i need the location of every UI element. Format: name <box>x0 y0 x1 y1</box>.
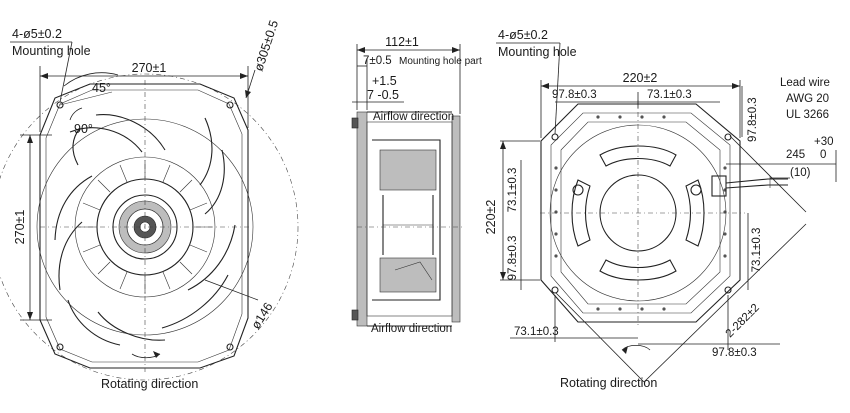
rear-frame <box>540 103 741 323</box>
rear-diagonal: 2-282±2 <box>724 302 762 340</box>
rear-slot <box>685 179 705 247</box>
rear-bottom-right-pitch: 97.8±0.3 <box>712 347 757 359</box>
lead-wire-awg: AWG 20 <box>786 93 829 105</box>
side-depth-dim: 112±1 <box>385 35 419 49</box>
lead-tol-lower: 0 <box>820 149 826 161</box>
side-flange-rear <box>451 115 461 323</box>
hub-diameter-dim: ø146 <box>249 300 276 332</box>
rear-mounting-hole-label: Mounting hole <box>498 45 577 59</box>
front-view: 270±1 270±1 4-ø5±0.2 Mounting hole 45° 9… <box>0 18 299 391</box>
rear-bottom-left-pitch: 73.1±0.3 <box>514 326 559 338</box>
airflow-top-label: Airflow direction <box>373 111 454 123</box>
front-mounting-hole <box>226 343 234 351</box>
rear-top-left-pitch: 97.8±0.3 <box>552 89 597 101</box>
rear-left-height: 220±2 <box>484 200 498 235</box>
rear-mounting-hole <box>551 286 559 294</box>
lead-length: 245 <box>786 149 805 161</box>
side-flange-front <box>356 111 368 327</box>
side-tol-upper: +1.5 <box>372 74 397 88</box>
lead-wire-grommet <box>711 175 727 197</box>
front-frame <box>39 83 249 369</box>
rear-rotation-label: Rotating direction <box>560 376 657 390</box>
front-mounting-hole-qty: 4-ø5±0.2 <box>12 27 62 41</box>
lead-wire-title: Lead wire <box>780 77 830 89</box>
front-width-dim: 270±1 <box>132 61 167 75</box>
front-mounting-hole <box>56 343 64 351</box>
side-motor-housing <box>372 139 441 301</box>
front-height-dim: 270±1 <box>13 210 27 245</box>
rear-right-top-pitch: 97.8±0.3 <box>747 97 759 142</box>
rear-view: 4-ø5±0.2 Mounting hole 220±2 97.8±0.3 73… <box>484 28 837 390</box>
angle-45-label: 45° <box>92 81 111 95</box>
rear-mounting-hole <box>724 133 732 141</box>
rear-mounting-hole <box>724 286 732 294</box>
lead-wire-icon <box>725 178 788 184</box>
lead-wire-ul: UL 3266 <box>786 109 829 121</box>
rear-mounting-hole-qty: 4-ø5±0.2 <box>498 28 548 42</box>
side-view: 112±1 7±0.5 Mounting hole part +1.5 7 -0… <box>351 35 482 335</box>
hole-part-label: Mounting hole part <box>399 56 482 67</box>
rear-width-dim: 220±2 <box>623 71 658 85</box>
lead-tol-upper: +30 <box>814 136 834 148</box>
rear-rotation-arrow-icon <box>621 344 651 351</box>
outer-diameter-dim: ø305±0.5 <box>252 18 282 73</box>
side-tol-lower: 7 -0.5 <box>367 88 399 102</box>
strip-length: (10) <box>790 167 811 179</box>
front-mounting-hole-label: Mounting hole <box>12 44 91 58</box>
rear-left-lower: 97.8±0.3 <box>507 236 519 281</box>
impeller-blades <box>54 114 236 346</box>
outer-diameter-circle <box>0 73 299 381</box>
front-rotation-label: Rotating direction <box>101 377 198 391</box>
rear-slot <box>571 179 591 247</box>
front-mounting-hole <box>226 101 234 109</box>
rear-mounting-hole <box>551 133 559 141</box>
rear-left-inner: 73.1±0.3 <box>507 168 519 213</box>
rear-top-right-pitch: 73.1±0.3 <box>647 89 692 101</box>
rear-slot <box>599 259 677 281</box>
rear-right-pitch: 73.1±0.3 <box>751 228 763 273</box>
hole-part-dim: 7±0.5 <box>363 55 392 67</box>
rear-slot <box>599 145 677 167</box>
airflow-bottom-label: Airflow direction <box>371 323 452 335</box>
angle-90-label: 90° <box>74 122 93 136</box>
